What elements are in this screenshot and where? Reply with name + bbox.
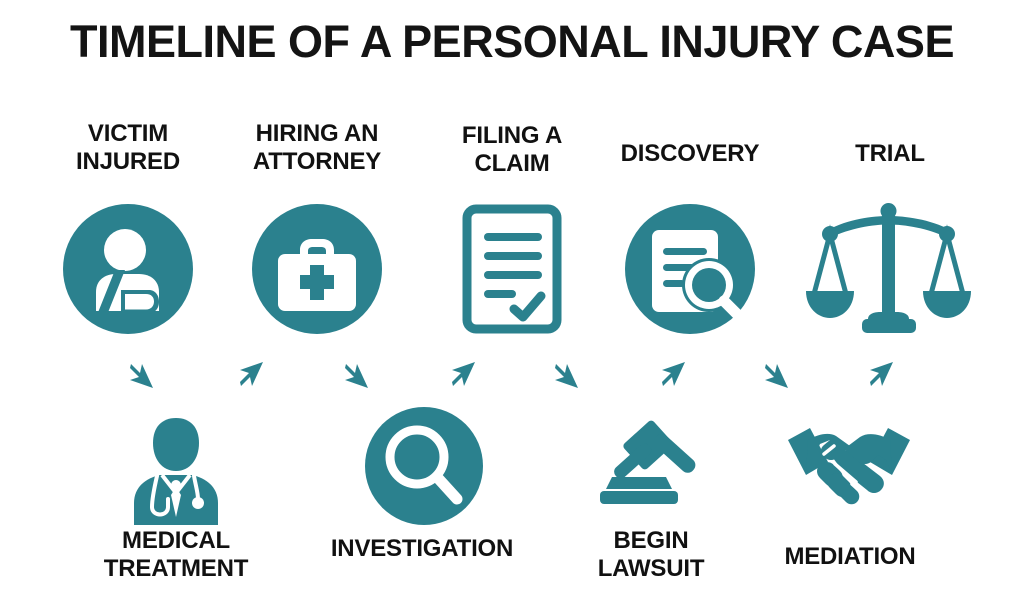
step-label-line1: INVESTIGATION: [330, 535, 514, 562]
icon-begin-lawsuit: [592, 415, 708, 511]
step-label-medical-treatment: MEDICAL TREATMENT: [81, 527, 271, 582]
step-label-mediation: MEDIATION: [755, 543, 945, 571]
arrow-up-right-icon: [452, 362, 475, 386]
arrow-7: [761, 360, 793, 392]
arrow-up-right-icon: [870, 362, 893, 386]
claim-document-icon: [462, 204, 562, 334]
step-label-line1: BEGIN: [613, 527, 689, 554]
arrow-down-right-icon: [765, 364, 788, 388]
step-label-line2: ATTORNEY: [252, 147, 382, 175]
step-label-line2: TREATMENT: [103, 554, 249, 582]
step-label-line1: FILING A: [461, 122, 563, 149]
doctor-icon: [134, 418, 218, 525]
icon-trial: [806, 198, 971, 338]
icon-discovery: [625, 204, 755, 334]
step-label-line2: INJURED: [76, 147, 180, 175]
arrow-6: [658, 358, 690, 390]
step-label-discovery: DISCOVERY: [595, 140, 785, 168]
step-label-line1: TRIAL: [855, 140, 925, 167]
step-label-line2: LAWSUIT: [597, 554, 705, 582]
step-label-line1: HIRING AN: [255, 120, 379, 147]
step-label-victim-injured: VICTIM INJURED: [33, 120, 223, 175]
icon-mediation: [786, 418, 912, 510]
icon-victim-injured: [63, 204, 193, 334]
step-label-filing-a-claim: FILING A CLAIM: [419, 122, 605, 177]
arrow-down-right-icon: [345, 364, 368, 388]
step-label-begin-lawsuit: BEGIN LAWSUIT: [556, 527, 746, 582]
icon-investigation: [365, 407, 483, 525]
first-aid-kit-icon: [278, 239, 356, 311]
handshake-icon: [788, 428, 910, 505]
step-label-line1: MEDIATION: [784, 543, 916, 570]
arrow-4: [448, 358, 480, 390]
arrow-5: [551, 360, 583, 392]
step-label-hiring-an-attorney: HIRING AN ATTORNEY: [222, 120, 412, 175]
magnifying-glass-icon: [385, 425, 463, 505]
step-label-line1: MEDICAL: [122, 527, 230, 554]
icon-medical-treatment: [124, 413, 228, 525]
step-label-line2: CLAIM: [474, 149, 550, 177]
step-label-investigation: INVESTIGATION: [307, 535, 537, 563]
step-label-trial: TRIAL: [795, 140, 985, 168]
arrow-up-right-icon: [240, 362, 263, 386]
arrow-up-right-icon: [662, 362, 685, 386]
scales-of-justice-icon: [806, 203, 971, 333]
arrow-down-right-icon: [130, 364, 153, 388]
arrow-2: [236, 358, 268, 390]
gavel-icon: [600, 420, 696, 504]
document-search-icon: [652, 230, 743, 320]
arrow-down-right-icon: [555, 364, 578, 388]
icon-filing-a-claim: [462, 204, 562, 334]
arrow-8: [866, 358, 898, 390]
arrow-3: [341, 360, 373, 392]
arrow-1: [126, 360, 158, 392]
step-label-line1: DISCOVERY: [620, 140, 760, 167]
page-title: TIMELINE OF A PERSONAL INJURY CASE: [70, 16, 954, 67]
injured-person-icon: [96, 229, 159, 315]
step-label-line1: VICTIM: [87, 120, 169, 147]
icon-hiring-an-attorney: [252, 204, 382, 334]
